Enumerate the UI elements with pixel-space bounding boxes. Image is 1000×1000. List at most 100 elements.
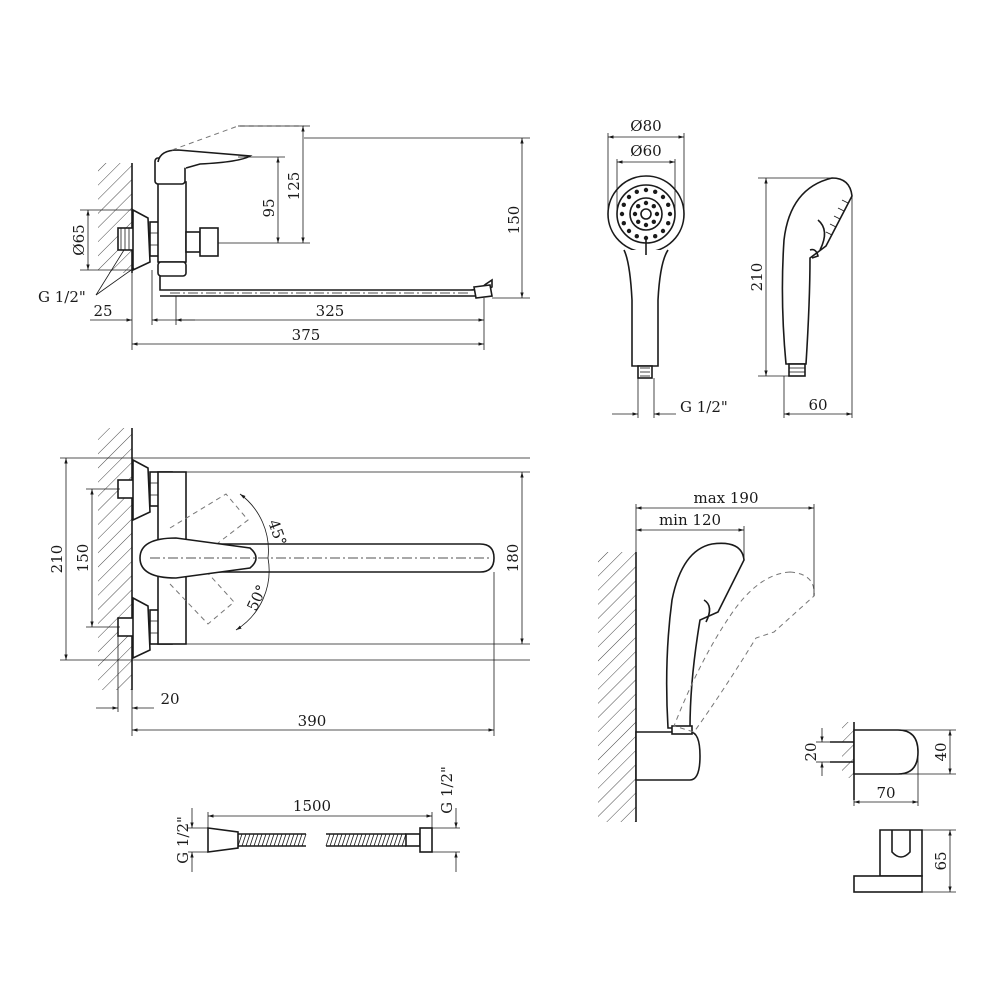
angle-50-label: 50° bbox=[243, 582, 271, 614]
nozzle-dot bbox=[653, 189, 658, 194]
dim-375-label: 375 bbox=[292, 326, 321, 344]
dim-20-label: 20 bbox=[160, 690, 179, 708]
nozzle-dot bbox=[660, 228, 666, 234]
handle-rotated-45-ghost bbox=[169, 493, 249, 561]
lever-raised-ghost bbox=[171, 125, 304, 151]
nozzle-dot bbox=[667, 211, 673, 217]
holder-front-body bbox=[879, 829, 923, 877]
wall-flange bbox=[132, 208, 151, 272]
hose-coil bbox=[237, 833, 243, 847]
nozzle-dot bbox=[651, 219, 656, 224]
nozzle-dot bbox=[643, 200, 649, 206]
hose-coil bbox=[277, 833, 283, 847]
hose-coil bbox=[249, 833, 255, 847]
dim-325-label: 325 bbox=[316, 302, 345, 320]
hose-coil bbox=[273, 833, 279, 847]
hose-coil bbox=[389, 833, 395, 847]
nozzle-dot bbox=[660, 194, 666, 200]
hose-coil bbox=[341, 833, 347, 847]
wall-hatch-top bbox=[98, 428, 132, 690]
hose-coil bbox=[365, 833, 371, 847]
hose-coil bbox=[349, 833, 355, 847]
dim-180-label: 180 bbox=[504, 544, 522, 573]
hose-coil bbox=[269, 833, 275, 847]
hose-coil bbox=[241, 833, 247, 847]
nozzle-dot bbox=[666, 202, 671, 207]
nozzle-dot bbox=[651, 204, 656, 209]
wall-hatch-holder bbox=[598, 552, 636, 822]
top-view: 45° 50° 210 150 180 20 390 bbox=[48, 428, 530, 736]
nozzle-dot bbox=[666, 221, 671, 226]
hose-segment-left bbox=[237, 833, 307, 847]
hose-coil bbox=[385, 833, 391, 847]
shower-in-holder bbox=[665, 542, 745, 729]
thread-label-hose-left: G 1/2" bbox=[174, 816, 192, 864]
shower-side-body bbox=[781, 177, 853, 365]
handle-rotated-50-ghost bbox=[169, 559, 235, 625]
dim-210-label-top: 210 bbox=[48, 545, 66, 574]
nozzle-dot bbox=[643, 222, 649, 228]
hose-coil bbox=[361, 833, 367, 847]
dim-min-120-label: min 120 bbox=[659, 511, 721, 529]
nozzle-dot bbox=[634, 234, 639, 239]
thread-label-hose-right: G 1/2" bbox=[438, 766, 456, 814]
hose-coil bbox=[397, 833, 403, 847]
shower-head-side: 210 60 bbox=[748, 177, 853, 418]
dim-20-label-holder: 20 bbox=[802, 742, 820, 761]
hose-coil bbox=[245, 833, 251, 847]
dim-390-label: 390 bbox=[298, 712, 327, 730]
nozzles bbox=[619, 187, 673, 241]
hose-coil bbox=[265, 833, 271, 847]
nozzle-dot bbox=[636, 204, 641, 209]
dim-d60-label: Ø60 bbox=[630, 142, 661, 160]
holder-detail-front: 65 bbox=[853, 829, 956, 893]
nozzle-dot bbox=[621, 202, 626, 207]
dim-60-label: 60 bbox=[808, 396, 827, 414]
wall-hatch bbox=[98, 163, 132, 273]
hose-nut-end bbox=[419, 827, 433, 853]
nozzle-dot bbox=[654, 211, 660, 217]
thread-label: G 1/2" bbox=[38, 288, 86, 306]
hose-coil bbox=[373, 833, 379, 847]
nozzle-dot bbox=[619, 211, 625, 217]
dim-70-label: 70 bbox=[876, 784, 895, 802]
hose-coil bbox=[289, 833, 295, 847]
hose-coil bbox=[325, 833, 331, 847]
nozzle-dot bbox=[626, 228, 632, 234]
aerator bbox=[473, 284, 493, 299]
side-nozzles bbox=[825, 199, 849, 236]
dim-max-190-label: max 190 bbox=[693, 489, 758, 507]
hose-coil bbox=[253, 833, 259, 847]
nozzle-dot bbox=[632, 211, 638, 217]
lever-top bbox=[139, 537, 257, 579]
dim-210-label: 210 bbox=[748, 263, 766, 292]
hose-coil bbox=[393, 833, 399, 847]
dim-125-label: 125 bbox=[285, 172, 303, 201]
hose-coil bbox=[297, 833, 303, 847]
lever-handle bbox=[157, 149, 253, 169]
hose-coil bbox=[357, 833, 363, 847]
nozzle-dot bbox=[621, 221, 626, 226]
holder-profile bbox=[853, 729, 919, 775]
hose-coil bbox=[257, 833, 263, 847]
hose-coil bbox=[381, 833, 387, 847]
hose-coil bbox=[333, 833, 339, 847]
hose-coil bbox=[345, 833, 351, 847]
nozzle-dot bbox=[643, 187, 649, 193]
dim-25-label: 25 bbox=[93, 302, 112, 320]
hose-coil bbox=[377, 833, 383, 847]
dim-d65-label: Ø65 bbox=[70, 224, 88, 255]
nozzle-dot bbox=[636, 219, 641, 224]
hose-segment-right bbox=[325, 833, 407, 847]
dim-40-label: 40 bbox=[932, 742, 950, 761]
hose-coil bbox=[329, 833, 335, 847]
dim-95-label: 95 bbox=[260, 198, 278, 217]
hose-coil bbox=[301, 833, 307, 847]
wall-holder-view: max 190 min 120 bbox=[598, 489, 815, 822]
diverter-knob bbox=[199, 227, 219, 257]
hose-coil bbox=[293, 833, 299, 847]
dim-150-label-top: 150 bbox=[74, 544, 92, 573]
shower-grip bbox=[623, 249, 669, 367]
nozzle-dot bbox=[634, 189, 639, 194]
mixer-body bbox=[157, 181, 187, 263]
